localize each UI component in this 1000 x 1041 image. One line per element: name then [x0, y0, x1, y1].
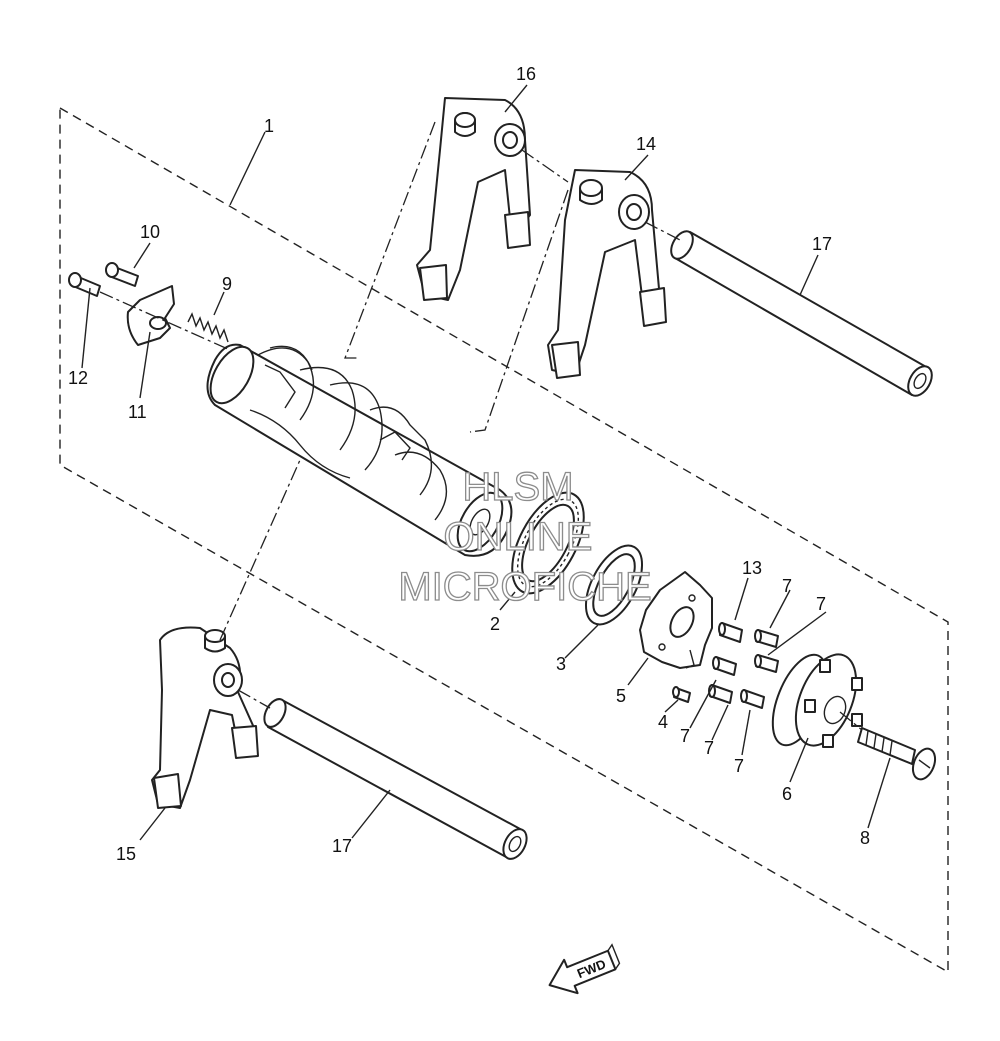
pin-4 — [672, 686, 691, 703]
callout-7e: 7 — [734, 756, 744, 776]
callout-7a: 7 — [782, 576, 792, 596]
fwd-arrow-icon — [548, 949, 617, 995]
callout-1: 1 — [264, 116, 274, 136]
fork-shaft-17-lower — [263, 698, 528, 860]
alignment-lines — [99, 121, 863, 731]
callout-15: 15 — [116, 844, 136, 864]
watermark-line-3: MICROFICHE — [398, 565, 651, 609]
callout-7d: 7 — [704, 738, 714, 758]
callout-17-lower: 17 — [332, 836, 352, 856]
fwd-arrow: FWD — [548, 943, 621, 995]
watermark-line-2: ONLINE — [444, 515, 593, 559]
watermark-line-1: HLSM — [462, 465, 573, 509]
callout-16: 16 — [516, 64, 536, 84]
callout-7c: 7 — [680, 726, 690, 746]
shift-drum-segment-6 — [771, 653, 863, 748]
spring-9 — [187, 312, 229, 343]
watermark: HLSM ONLINE MICROFICHE — [398, 464, 653, 609]
shift-fork-16 — [416, 97, 531, 301]
callout-17-upper: 17 — [812, 234, 832, 254]
callout-14: 14 — [636, 134, 656, 154]
screw-8 — [857, 727, 937, 781]
callout-2: 2 — [490, 614, 500, 634]
ring-3 — [584, 544, 644, 626]
callout-7b: 7 — [816, 594, 826, 614]
segment-plate-5 — [639, 571, 713, 669]
callout-11: 11 — [128, 402, 147, 422]
callout-12: 12 — [68, 368, 88, 388]
shift-drum — [206, 343, 513, 557]
leader-lines — [81, 84, 891, 841]
bolts-10-12 — [68, 262, 139, 297]
callout-5: 5 — [616, 686, 626, 706]
callout-6: 6 — [782, 784, 792, 804]
callout-3: 3 — [556, 654, 566, 674]
callout-13: 13 — [742, 558, 762, 578]
stopper-lever-11 — [126, 285, 175, 346]
shift-fork-15 — [151, 626, 259, 809]
dowel-pins-7 — [708, 622, 779, 709]
callout-labels: 1 16 14 17 10 9 12 11 2 3 5 4 13 7 7 7 7… — [68, 64, 870, 864]
callout-9: 9 — [222, 274, 232, 294]
callout-8: 8 — [860, 828, 870, 848]
callout-10: 10 — [140, 222, 160, 242]
bearing-2 — [511, 491, 585, 595]
callout-4: 4 — [658, 712, 668, 732]
fork-shaft-17-upper — [670, 230, 933, 397]
shift-fork-14 — [547, 169, 667, 379]
